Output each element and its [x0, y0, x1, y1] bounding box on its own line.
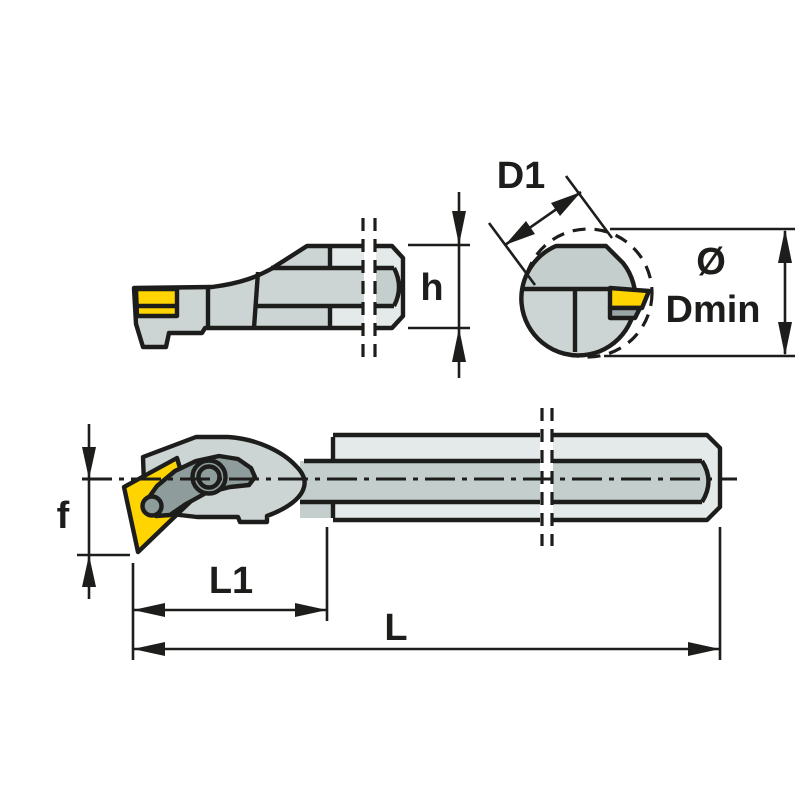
section-inner-lines [523, 286, 611, 352]
dimension-l1: L1 [131, 527, 329, 660]
dimension-dmin: Ø Dmin [604, 227, 795, 358]
h-arrow-top [452, 211, 466, 245]
bar-mid-band-left [300, 461, 540, 502]
f-arrow-top [82, 447, 96, 479]
insert-corner-circle [140, 494, 164, 518]
head-side-view [131, 218, 406, 357]
side-view-break-lines [361, 218, 377, 357]
side-view-bottom-band [330, 306, 364, 328]
section-insert [607, 285, 652, 311]
boring-bar-main-view [82, 408, 737, 555]
l1-extension-lines [131, 527, 329, 660]
label-f: f [57, 495, 70, 537]
d1-arrow-lower [505, 221, 535, 245]
bar-top-band-left [333, 435, 540, 461]
label-diameter-symbol: Ø [696, 241, 726, 283]
cross-section-view [519, 227, 654, 359]
f-arrow-bottom [82, 555, 96, 587]
dimension-h: h [408, 192, 470, 378]
side-view-end-mid-band [376, 268, 399, 306]
d1-arrow-upper [551, 192, 581, 216]
side-view-end-outline [376, 243, 406, 331]
clamp-screw-inner [196, 464, 222, 490]
side-view-insert [133, 286, 180, 319]
bar-mid-band-right [553, 461, 709, 502]
l-arrow-left [133, 642, 165, 656]
dimension-d1: D1 [487, 155, 614, 286]
dmin-arrow-bottom [778, 322, 792, 356]
label-l: L [384, 607, 407, 649]
bar-mid-patch [300, 502, 333, 518]
dimension-l: L [133, 527, 722, 660]
side-view-top-band [330, 246, 364, 268]
bar-bottom-band-left [333, 502, 540, 520]
main-break-lines [540, 408, 554, 546]
label-d1: D1 [497, 155, 546, 197]
bar-left-lines [300, 432, 540, 523]
l-arrow-right [688, 642, 720, 656]
section-shim [607, 305, 643, 321]
side-view-body [134, 246, 364, 347]
l1-arrow-right [295, 603, 327, 617]
label-dmin: Dmin [666, 289, 761, 331]
side-view-outline [131, 243, 364, 350]
dmin-arrow-top [778, 229, 792, 263]
d1-extension-lines [487, 175, 614, 286]
l1-arrow-left [133, 603, 165, 617]
h-arrow-bottom [452, 328, 466, 362]
label-l1: L1 [209, 560, 253, 602]
label-h: h [420, 267, 443, 309]
dmin-extension-lines [604, 227, 795, 358]
side-view-inner-lines [205, 246, 364, 329]
dimension-f: f [57, 424, 130, 599]
